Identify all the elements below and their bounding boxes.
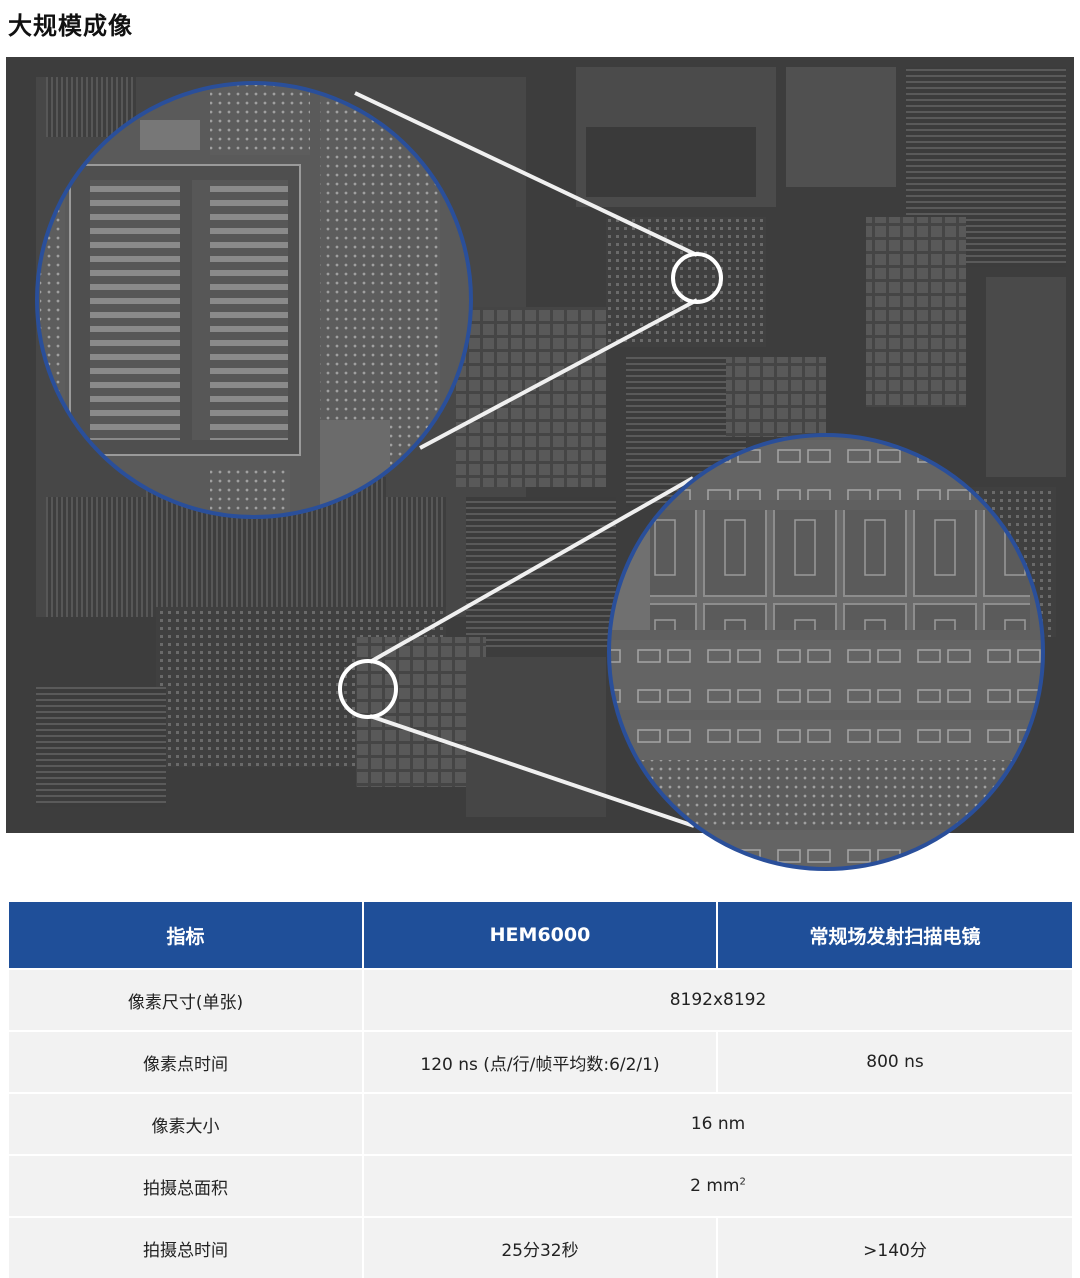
row-value: 2 mm2: [363, 1154, 1072, 1217]
header-hem6000: HEM6000: [363, 902, 718, 969]
row-label: 拍摄总时间: [9, 1216, 364, 1278]
table-row: 拍摄总面积 2 mm2: [9, 1154, 1072, 1217]
row-value-conventional: 800 ns: [717, 1030, 1072, 1093]
header-metric: 指标: [9, 902, 364, 969]
area-unit-superscript: 2: [739, 1176, 746, 1188]
table-row: 像素尺寸(单张) 8192x8192: [9, 968, 1072, 1031]
row-value-conventional: >140分: [717, 1216, 1072, 1278]
row-label: 像素尺寸(单张): [9, 968, 364, 1031]
header-conventional-sem: 常规场发射扫描电镜: [717, 902, 1072, 969]
row-value-hem: 120 ns (点/行/帧平均数:6/2/1): [363, 1030, 718, 1093]
table-header-row: 指标 HEM6000 常规场发射扫描电镜: [9, 902, 1072, 969]
table-row: 像素点时间 120 ns (点/行/帧平均数:6/2/1) 800 ns: [9, 1030, 1072, 1093]
row-label: 像素点时间: [9, 1030, 364, 1093]
table-row: 拍摄总时间 25分32秒 >140分: [9, 1216, 1072, 1278]
table-row: 像素大小 16 nm: [9, 1092, 1072, 1155]
spec-table: 指标 HEM6000 常规场发射扫描电镜 像素尺寸(单张) 8192x8192 …: [9, 902, 1072, 1278]
row-label: 拍摄总面积: [9, 1154, 364, 1217]
row-value-hem: 25分32秒: [363, 1216, 718, 1278]
page-title: 大规模成像: [8, 12, 133, 40]
row-value: 8192x8192: [363, 968, 1072, 1031]
sem-chip-image: [6, 57, 1074, 833]
area-value: 2 mm: [690, 1176, 740, 1196]
row-label: 像素大小: [9, 1092, 364, 1155]
row-value: 16 nm: [363, 1092, 1072, 1155]
